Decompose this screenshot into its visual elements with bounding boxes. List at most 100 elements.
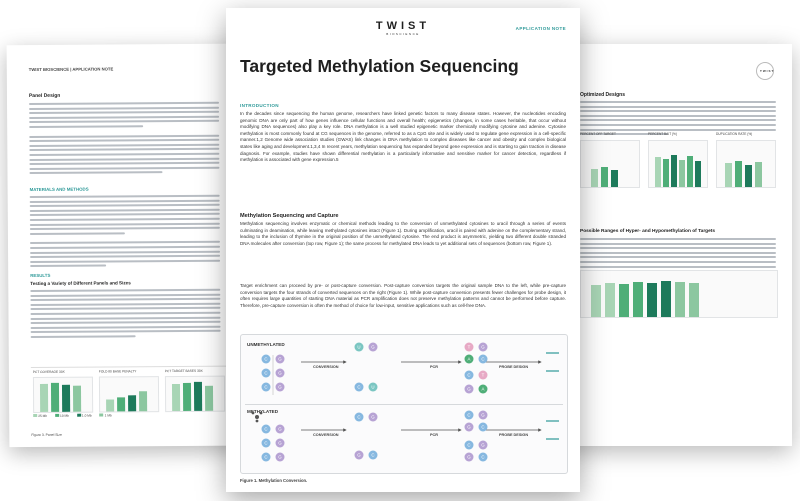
svg-text:C: C	[264, 357, 267, 362]
left-heading-results: RESULTS	[30, 272, 51, 279]
svg-text:C: C	[481, 425, 484, 430]
right-heading-optimized: Optimized Designs	[580, 92, 626, 98]
bar	[117, 397, 126, 412]
figure-1-caption: Figure 1. Methylation Conversion.	[240, 478, 308, 483]
left-text-block-2	[29, 194, 221, 270]
conversion-step-2: CONVERSION	[313, 433, 339, 437]
page-title: Targeted Methylation Sequencing	[240, 56, 519, 76]
left-mini-chart-2	[98, 376, 160, 413]
left-results-subheading: Testing a Variety of Different Panels an…	[30, 280, 131, 287]
svg-text:C: C	[264, 441, 267, 446]
left-heading-materials: MATERIALS AND METHODS	[29, 186, 89, 193]
bar	[72, 385, 82, 412]
right-text-block-1	[580, 101, 776, 138]
svg-text:C: C	[264, 371, 267, 376]
svg-text:G: G	[481, 443, 485, 448]
probe-marks	[546, 352, 559, 440]
bar	[671, 155, 677, 187]
left-figure-panel-size: PCT COVERAGE 30X FOLD 80 BASE PENALTY PC…	[30, 365, 228, 425]
svg-text:G: G	[357, 453, 361, 458]
arrows	[301, 360, 542, 432]
front-document-page: TWIST BIOSCIENCE APPLICATION NOTE Target…	[226, 8, 580, 492]
left-chart-label-1: PCT COVERAGE 30X	[32, 369, 65, 375]
bar	[182, 382, 192, 411]
intro-heading: INTRODUCTION	[240, 103, 279, 108]
left-figure-caption: Figure 3. Panel Size	[31, 432, 62, 438]
legend-item: 1.0 Mb	[76, 414, 92, 418]
probe-design-step-1: PROBE DESIGN	[499, 365, 529, 369]
bar	[106, 399, 115, 412]
left-page-header: TWIST BIOSCIENCE | APPLICATION NOTE	[28, 66, 114, 73]
methylation-conversion-figure: UNMETHYLATED METHYLATED CONVERSION PCR P…	[240, 334, 568, 474]
svg-text:A: A	[468, 357, 471, 362]
logo-wordmark: TWIST	[375, 20, 431, 32]
left-chart-label-3: PCT TARGET BASES 30X	[164, 368, 203, 374]
pcr-step-2: PCR	[430, 433, 439, 437]
right-mini-chart-1	[580, 140, 640, 188]
bar	[204, 385, 214, 411]
svg-text:C: C	[357, 415, 360, 420]
twist-logo: TWIST BIOSCIENCE	[371, 20, 435, 36]
left-chart-legend: 25 Mb 10 Mb 1.0 Mb 1 Mb	[33, 413, 112, 418]
logo-subtext: BIOSCIENCE	[386, 32, 420, 36]
bar	[611, 170, 618, 187]
bar	[193, 381, 203, 411]
legend-item: 25 Mb	[33, 414, 47, 418]
svg-text:G: G	[278, 455, 282, 460]
probe-design-step-2: PROBE DESIGN	[499, 433, 529, 437]
conversion-step-1: CONVERSION	[313, 365, 339, 369]
bar	[647, 283, 657, 317]
right-mini-chart-2	[648, 140, 708, 188]
legend-item: 10 Mb	[55, 414, 69, 418]
methylated-converted-strand: C G G C	[354, 412, 378, 460]
svg-text:G: G	[481, 413, 485, 418]
svg-text:C: C	[481, 455, 484, 460]
right-chart-label-1: PERCENT OFF TARGET	[580, 132, 616, 136]
svg-text:C: C	[371, 453, 374, 458]
bar	[50, 382, 60, 412]
methylated-pcr-strands: C G G C C G G C	[464, 410, 488, 462]
methylation-subheading: Methylation Sequencing and Capture	[240, 213, 339, 219]
right-heading-ranges: Possible Ranges of Hyper- and Hypomethyl…	[580, 229, 716, 234]
right-chart-label-2: PERCENT BAIT (%)	[648, 132, 677, 136]
left-text-block-1	[29, 101, 220, 177]
right-logo-badge: TWIST	[756, 62, 774, 80]
unmethylated-original-strand: C G C G C G	[261, 354, 285, 395]
bar	[633, 282, 643, 317]
bar	[745, 165, 752, 187]
right-chart-label-3: DUPLICATION RATE (%)	[716, 132, 753, 136]
svg-text:C: C	[264, 427, 267, 432]
left-heading-panel-design: Panel Design	[28, 92, 61, 100]
svg-text:G: G	[467, 425, 471, 430]
svg-text:G: G	[371, 345, 375, 350]
svg-text:T: T	[482, 373, 485, 378]
bar	[591, 285, 601, 317]
pcr-step-1: PCR	[430, 365, 439, 369]
bar	[695, 161, 701, 187]
bar	[663, 159, 669, 187]
bar	[601, 167, 608, 187]
bar	[139, 391, 148, 412]
left-text-block-3	[30, 288, 221, 341]
unmethylated-label: UNMETHYLATED	[247, 342, 285, 347]
bar	[39, 383, 49, 412]
right-figure-charts: PERCENT OFF TARGET PERCENT BAIT (%) DUPL…	[580, 130, 780, 225]
bar	[687, 156, 693, 187]
svg-text:G: G	[278, 385, 282, 390]
methylation-paragraph: Methylation sequencing involves enzymati…	[240, 221, 566, 246]
left-chart-label-2: FOLD 80 BASE PENALTY	[98, 369, 137, 374]
figure-divider	[245, 404, 563, 405]
svg-text:C: C	[264, 385, 267, 390]
svg-text:A: A	[482, 387, 485, 392]
svg-text:G: G	[467, 387, 471, 392]
bar	[591, 169, 598, 187]
bar	[605, 283, 615, 317]
svg-text:G: G	[371, 415, 375, 420]
bar	[689, 283, 699, 317]
bar	[619, 284, 629, 317]
bar	[661, 281, 671, 317]
svg-text:G: G	[278, 427, 282, 432]
conversion-diagram: C G C G C G U G C U T G A C C T	[251, 342, 559, 462]
bar	[61, 384, 71, 412]
svg-text:C: C	[467, 413, 470, 418]
